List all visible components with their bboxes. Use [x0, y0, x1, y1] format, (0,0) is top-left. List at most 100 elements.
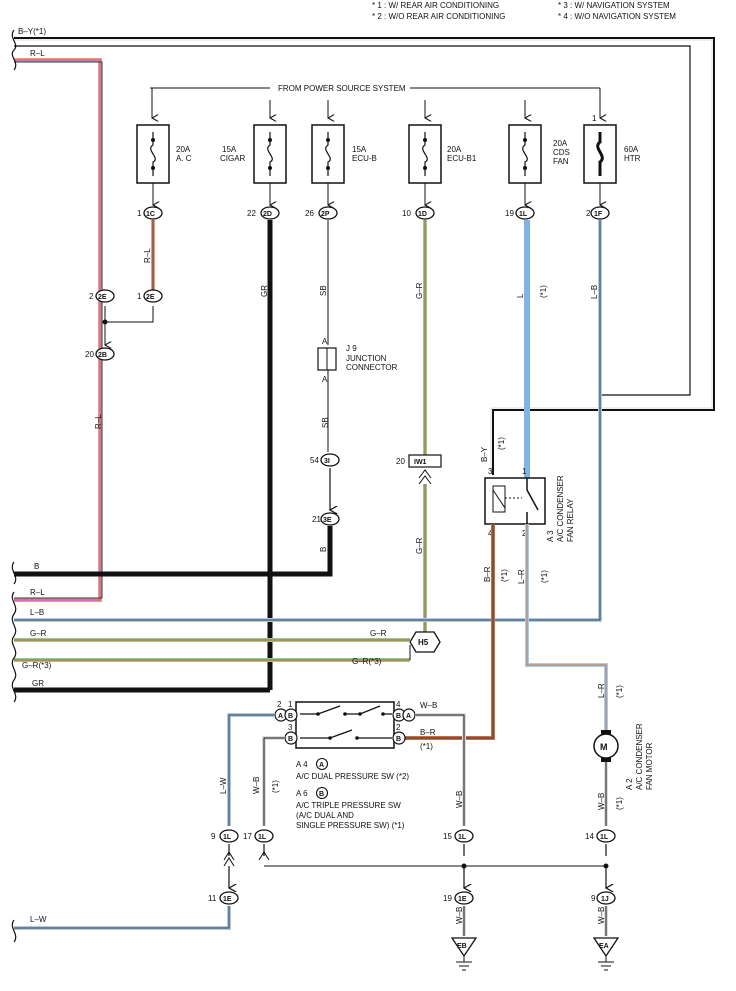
junction-name1: JUNCTION [346, 354, 387, 363]
wire-label-sb-1: SB [319, 285, 328, 296]
conn-2b-pin: 20 [85, 350, 94, 359]
note-3: * 3 : W/ NAVIGATION SYSTEM [558, 1, 670, 10]
fuse-ecu-b-name: ECU-B [352, 154, 377, 163]
left-label-r-l: R–L [30, 588, 45, 597]
wire-label-rl-1: R–L [143, 248, 152, 263]
conn-3e: 3E [323, 517, 332, 524]
switch-a6-line2: (A/C DUAL AND [296, 811, 354, 820]
switch-b-letter-2: B [288, 736, 293, 743]
relay-name2: FAN RELAY [566, 498, 575, 542]
note-4: * 4 : W/O NAVIGATION SYSTEM [558, 12, 676, 21]
wire-label-b-y-note: (*1) [497, 437, 506, 450]
fuse-ecu-b1-name: ECU-B1 [447, 154, 477, 163]
conn-1l-d-pin: 14 [585, 832, 594, 841]
motor-symbol: M [600, 742, 608, 752]
conn-2e-b: 2E [146, 294, 155, 301]
wire-label-rl-2: R–L [94, 414, 103, 429]
fuse-cigar-name: CIGAR [220, 154, 246, 163]
ground-ea-label: EA [599, 943, 609, 950]
fuse-ecu-b-amp: 15A [352, 145, 367, 154]
relay-pin-1: 1 [522, 467, 527, 476]
conn-1l-d: 1L [600, 834, 609, 841]
wire-label-w-b-motor: W–B [597, 793, 606, 810]
left-label-g-r3: G–R(*3) [22, 661, 52, 670]
left-edge-labels: B R–L L–B G–R G–R(*3) GR [22, 562, 52, 688]
switch-a6-code: A 6 [296, 789, 308, 798]
fuse-ecu-b: 15A ECU-B [311, 124, 377, 184]
conn-1l-a: 1L [223, 834, 232, 841]
ground-eb: W–B EB [450, 906, 478, 971]
power-source: FROM POWER SOURCE SYSTEM [150, 84, 600, 118]
conn-1l-b-pin: 17 [243, 832, 252, 841]
relay-code: A 3 [546, 530, 555, 542]
wire-1c-2e: R–L 2E 2 2E 1 2B 20 R–L [85, 220, 163, 429]
left-label-l-b: L–B [30, 608, 44, 617]
wire-label-w-b-sw: W–B [420, 701, 437, 710]
switch-a4-letter: A [319, 762, 324, 769]
conn-2p: 2P [321, 211, 330, 218]
motor-name1: A/C CONDENSER [635, 723, 644, 790]
wire-label-b-r-sw-note: (*1) [420, 742, 433, 751]
motor-name2: FAN MOTOR [645, 742, 654, 790]
switch-a-letter-2: A [406, 713, 411, 720]
wire-top-return [14, 45, 691, 396]
switch-b-letter-3: B [396, 713, 401, 720]
wire-label-sb-2: SB [321, 417, 330, 428]
conn-1l-c: 1L [458, 834, 467, 841]
wire-label-w-b-motor-note: (*1) [615, 797, 624, 810]
switch-pin-right-4: 4 [396, 700, 401, 709]
switch-b-letter-4: B [396, 736, 401, 743]
conn-2d-pin: 22 [247, 209, 256, 218]
conn-2e-b-pin: 1 [137, 292, 142, 301]
wire-l-w-bottom: L–W [14, 906, 231, 930]
conn-3i-pin: 54 [310, 456, 319, 465]
conn-iw1-pin: 20 [396, 457, 405, 466]
conn-1d-pin: 10 [402, 209, 411, 218]
conn-iw1: IW1 [414, 459, 427, 466]
fuse-cigar-amp: 15A [222, 145, 237, 154]
relay-pin-2: 2 [522, 529, 527, 538]
switch-pin-right-2: 2 [396, 723, 401, 732]
fuse-ac: 20A A. C [136, 124, 192, 184]
junction-pin-a-bot: A [322, 375, 328, 384]
wire-label-r-l-top: R–L [30, 49, 45, 58]
conn-1l-top-pin: 19 [505, 209, 514, 218]
wire-label-b-r-sw: B–R [420, 728, 436, 737]
relay-a3: 3 1 4 2 A 3 A/C CONDENSER FAN RELAY B–Y … [480, 437, 575, 542]
left-label-b: B [34, 562, 39, 571]
wire-l: L (*1) [516, 220, 548, 478]
fuse-ecu-b1: 20A ECU-B1 [408, 124, 477, 184]
wire-label-w-b-ea: W–B [597, 907, 606, 924]
conn-h15: H5 [418, 638, 429, 647]
wire-label-l-r-note-1: (*1) [540, 570, 549, 583]
fuse-ac-name: A. C [176, 154, 192, 163]
switch-a6-letter: B [319, 791, 324, 798]
switch-a6-line3: SINGLE PRESSURE SW) (*1) [296, 821, 405, 830]
wire-label-l-r-note-2: (*1) [615, 685, 624, 698]
switch-pin-left-1: 1 [288, 700, 293, 709]
conn-1l-top: 1L [519, 211, 528, 218]
wire-label-l-r-1: L–R [517, 569, 526, 584]
fuse-cds-name2: FAN [553, 157, 569, 166]
wire-label-l-b: L–B [590, 285, 599, 299]
switch-a6-line1: A/C TRIPLE PRESSURE SW [296, 801, 401, 810]
notes: * 1 : W/ REAR AIR CONDITIONING * 2 : W/O… [372, 1, 676, 21]
switch-a4-label: A/C DUAL PRESSURE SW (*2) [296, 772, 409, 781]
conn-2d: 2D [263, 211, 272, 218]
wire-label-b-r: B–R [483, 566, 492, 582]
relay-pin-4: 4 [488, 529, 493, 538]
motor-code: A 2 [625, 778, 634, 790]
note-2: * 2 : W/O REAR AIR CONDITIONING [372, 12, 505, 21]
conn-1f-pin: 2 [586, 209, 591, 218]
conn-1e-a-pin: 11 [208, 894, 217, 903]
wire-label-w-b-right: W–B [455, 791, 464, 808]
conn-1e-a: 1E [223, 896, 232, 903]
fuse-cds-fan: 20A CDS FAN [508, 124, 570, 184]
wire-label-b-vert: B [319, 547, 328, 552]
conn-3i: 3I [324, 458, 330, 465]
fuse-htr-amp: 60A [624, 145, 639, 154]
wire-label-l: L [516, 293, 525, 298]
fuse-htr: 60A HTR 1 [583, 114, 641, 184]
